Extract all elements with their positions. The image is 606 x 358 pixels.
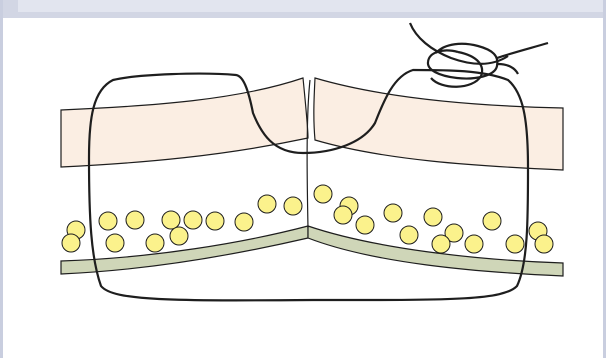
fat-globule [284, 197, 302, 215]
skin-layer-left [61, 78, 308, 167]
fat-globule [170, 227, 188, 245]
fat-globule [334, 206, 352, 224]
fat-globule [126, 211, 144, 229]
diagram-canvas [3, 18, 603, 358]
fat-globule [432, 235, 450, 253]
fat-globule [146, 234, 164, 252]
fat-globule [235, 213, 253, 231]
fat-globule [258, 195, 276, 213]
suture-diagram [3, 18, 603, 358]
fat-globule [384, 204, 402, 222]
fat-globule [506, 235, 524, 253]
fat-globule [400, 226, 418, 244]
fat-globule [356, 216, 374, 234]
window-top-bar-highlight [18, 0, 606, 12]
fat-globule [424, 208, 442, 226]
fat-globule [99, 212, 117, 230]
fat-globule [465, 235, 483, 253]
fat-globule [184, 211, 202, 229]
fat-globule [62, 234, 80, 252]
surgical-knot [410, 23, 548, 87]
fat-globule [162, 211, 180, 229]
fat-globule [535, 235, 553, 253]
fat-globule [106, 234, 124, 252]
fat-globule [206, 212, 224, 230]
fat-globule [314, 185, 332, 203]
fat-globule [483, 212, 501, 230]
